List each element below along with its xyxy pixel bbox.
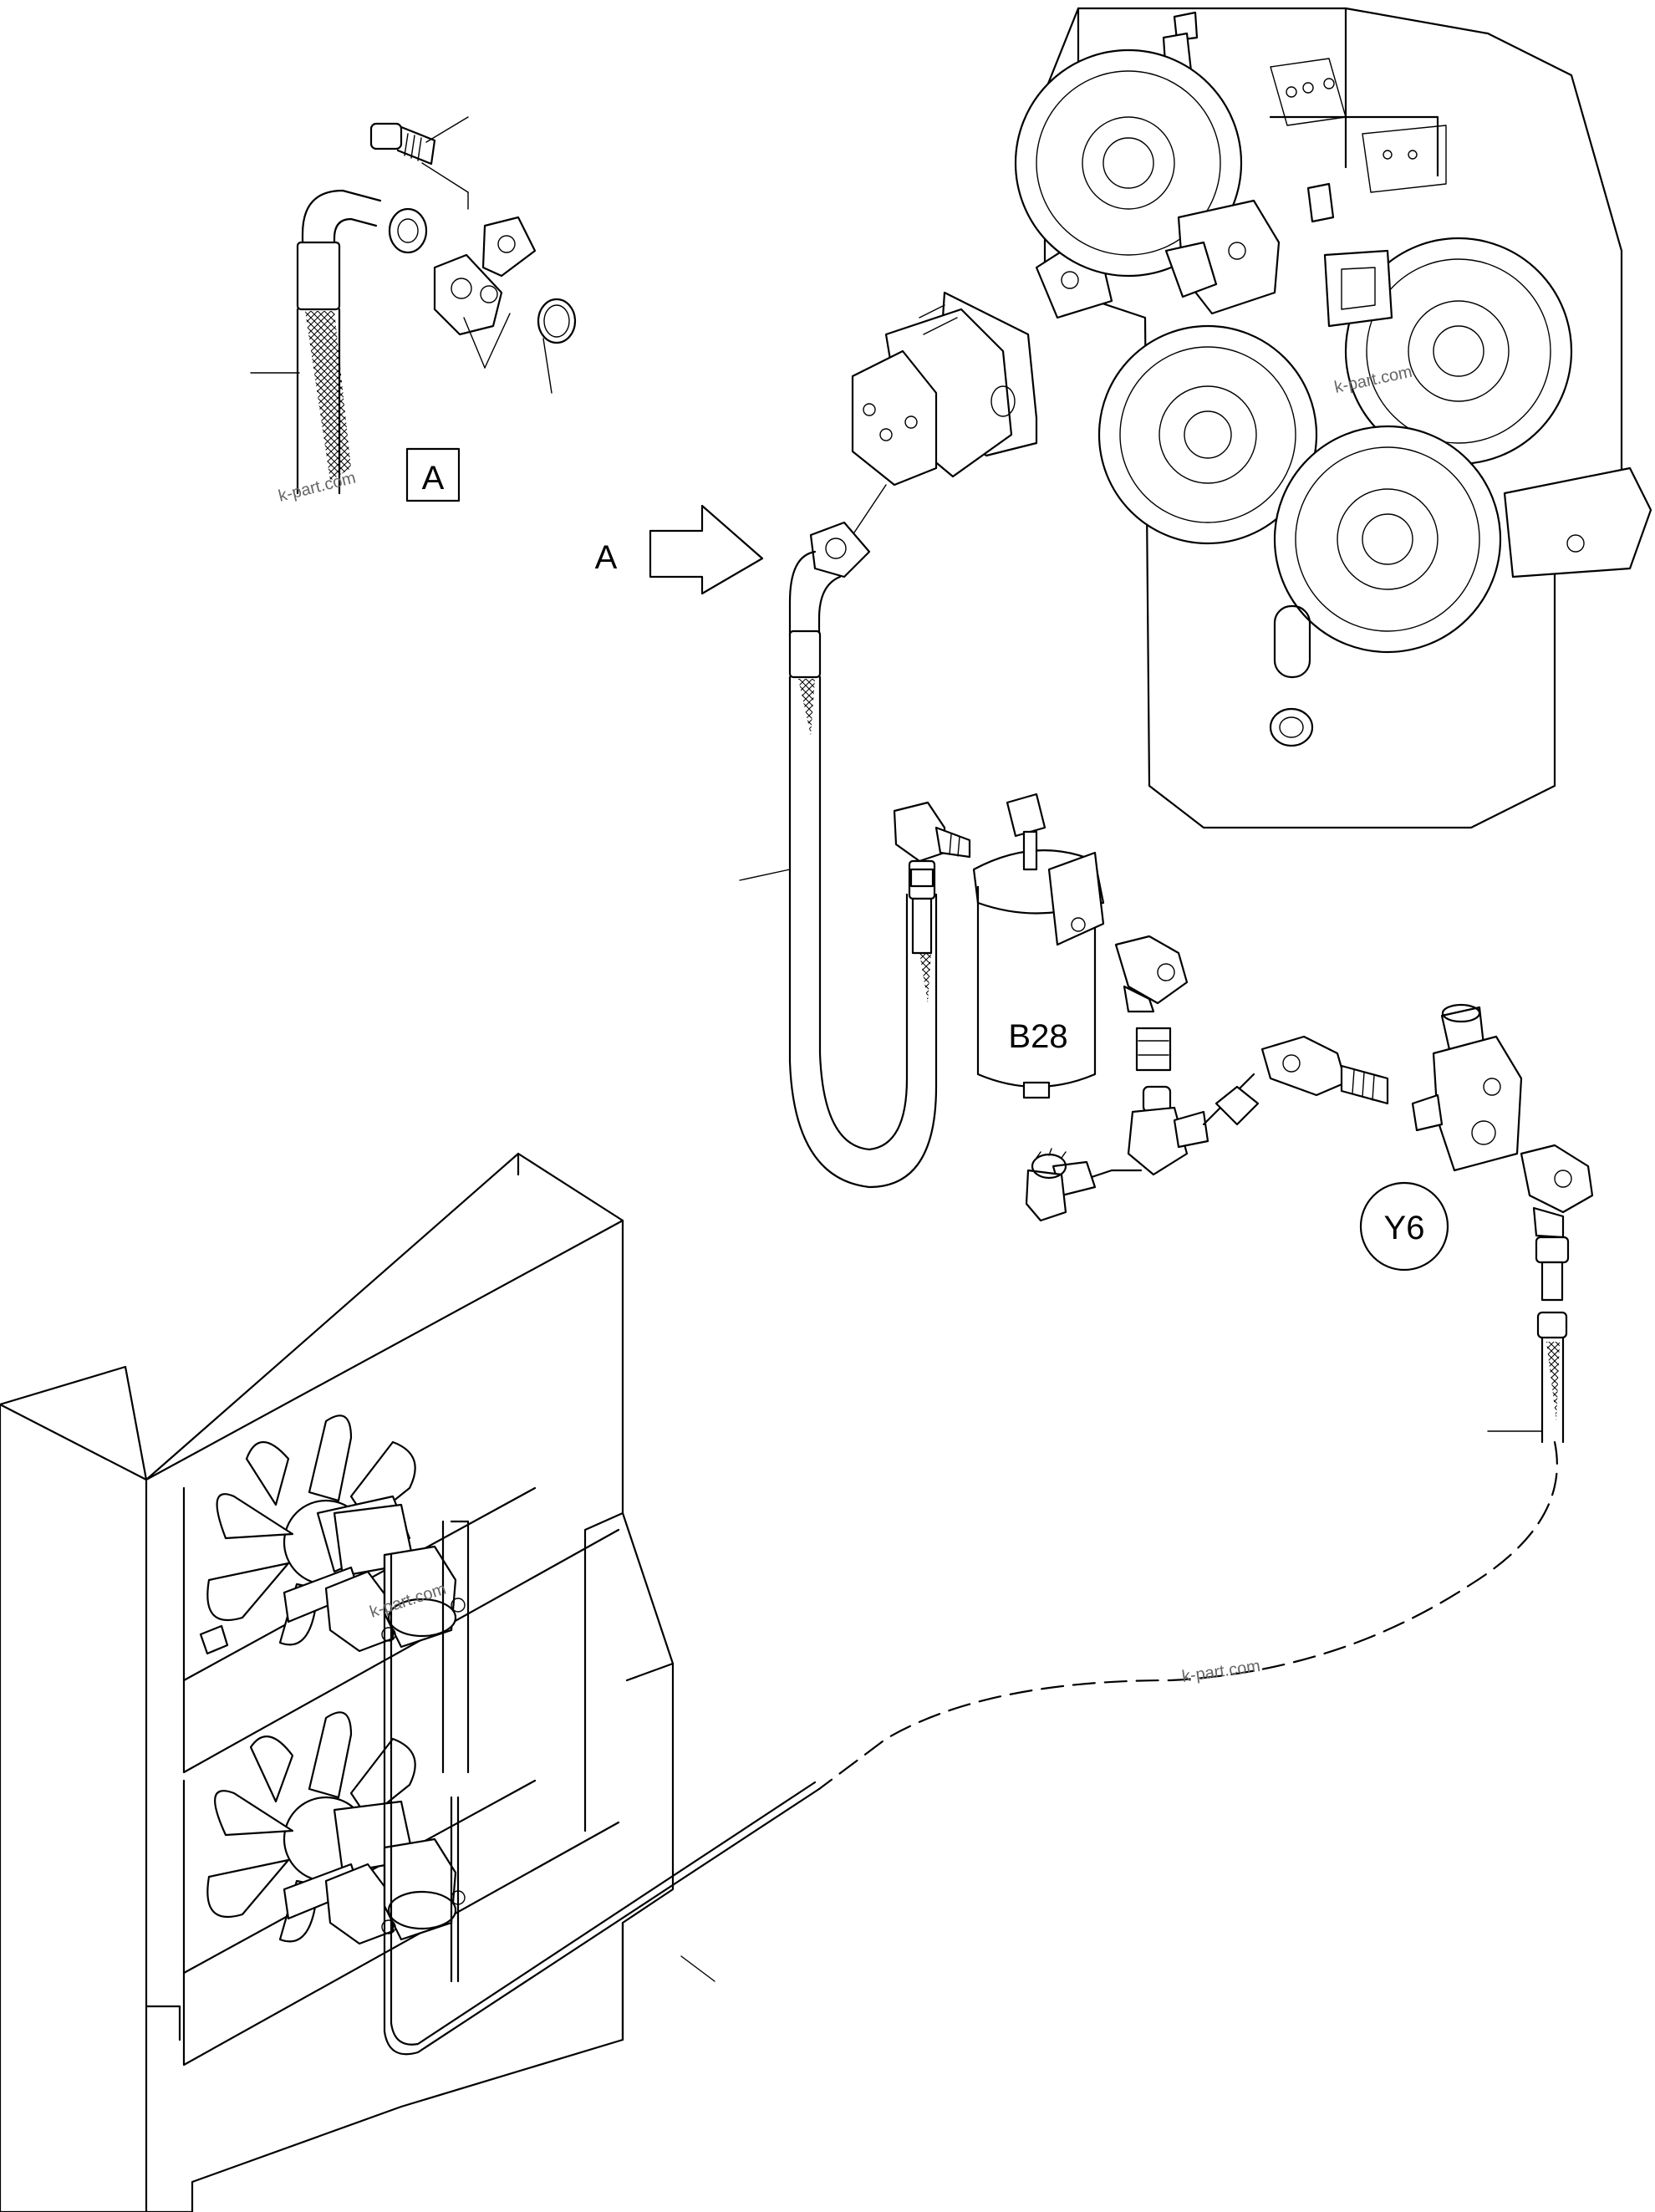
split-flange bbox=[433, 216, 537, 369]
view-arrow: A bbox=[595, 504, 764, 595]
cooler-supply-hose bbox=[383, 1787, 821, 2056]
detail-a-assembly: A k-part.com bbox=[250, 116, 577, 506]
watermark: k-part.com bbox=[1181, 1657, 1262, 1686]
bolt bbox=[369, 116, 469, 210]
cooler-housing: k-part.com bbox=[0, 1152, 821, 2212]
gear-cover-3 bbox=[1097, 324, 1318, 545]
o-ring bbox=[537, 298, 577, 394]
motor-return-hose bbox=[739, 521, 971, 1189]
dashed-hose-route bbox=[817, 1440, 1558, 1791]
fan-top bbox=[206, 1414, 416, 1646]
gear-cover-2 bbox=[1344, 237, 1573, 466]
filter-label: B28 bbox=[1008, 1018, 1067, 1055]
valve-label: Y6 bbox=[1384, 1210, 1425, 1246]
transfer-gearbox: k-part.com bbox=[1014, 7, 1652, 829]
hydraulic-motor bbox=[851, 291, 1038, 536]
watermark: k-part.com bbox=[277, 469, 358, 506]
view-arrow-label: A bbox=[595, 539, 618, 576]
detail-box-label: A bbox=[422, 460, 445, 497]
detail-hose bbox=[250, 189, 428, 495]
filter-b28: B28 bbox=[972, 793, 1105, 1099]
detail-box bbox=[405, 447, 461, 502]
fitting-chain bbox=[1025, 935, 1389, 1222]
gear-cover-4 bbox=[1273, 425, 1502, 654]
fan-motor-bottom bbox=[324, 1796, 466, 1983]
fan-motor-top bbox=[324, 1520, 470, 1841]
valve-y6: Y6 bbox=[1359, 1003, 1594, 1444]
